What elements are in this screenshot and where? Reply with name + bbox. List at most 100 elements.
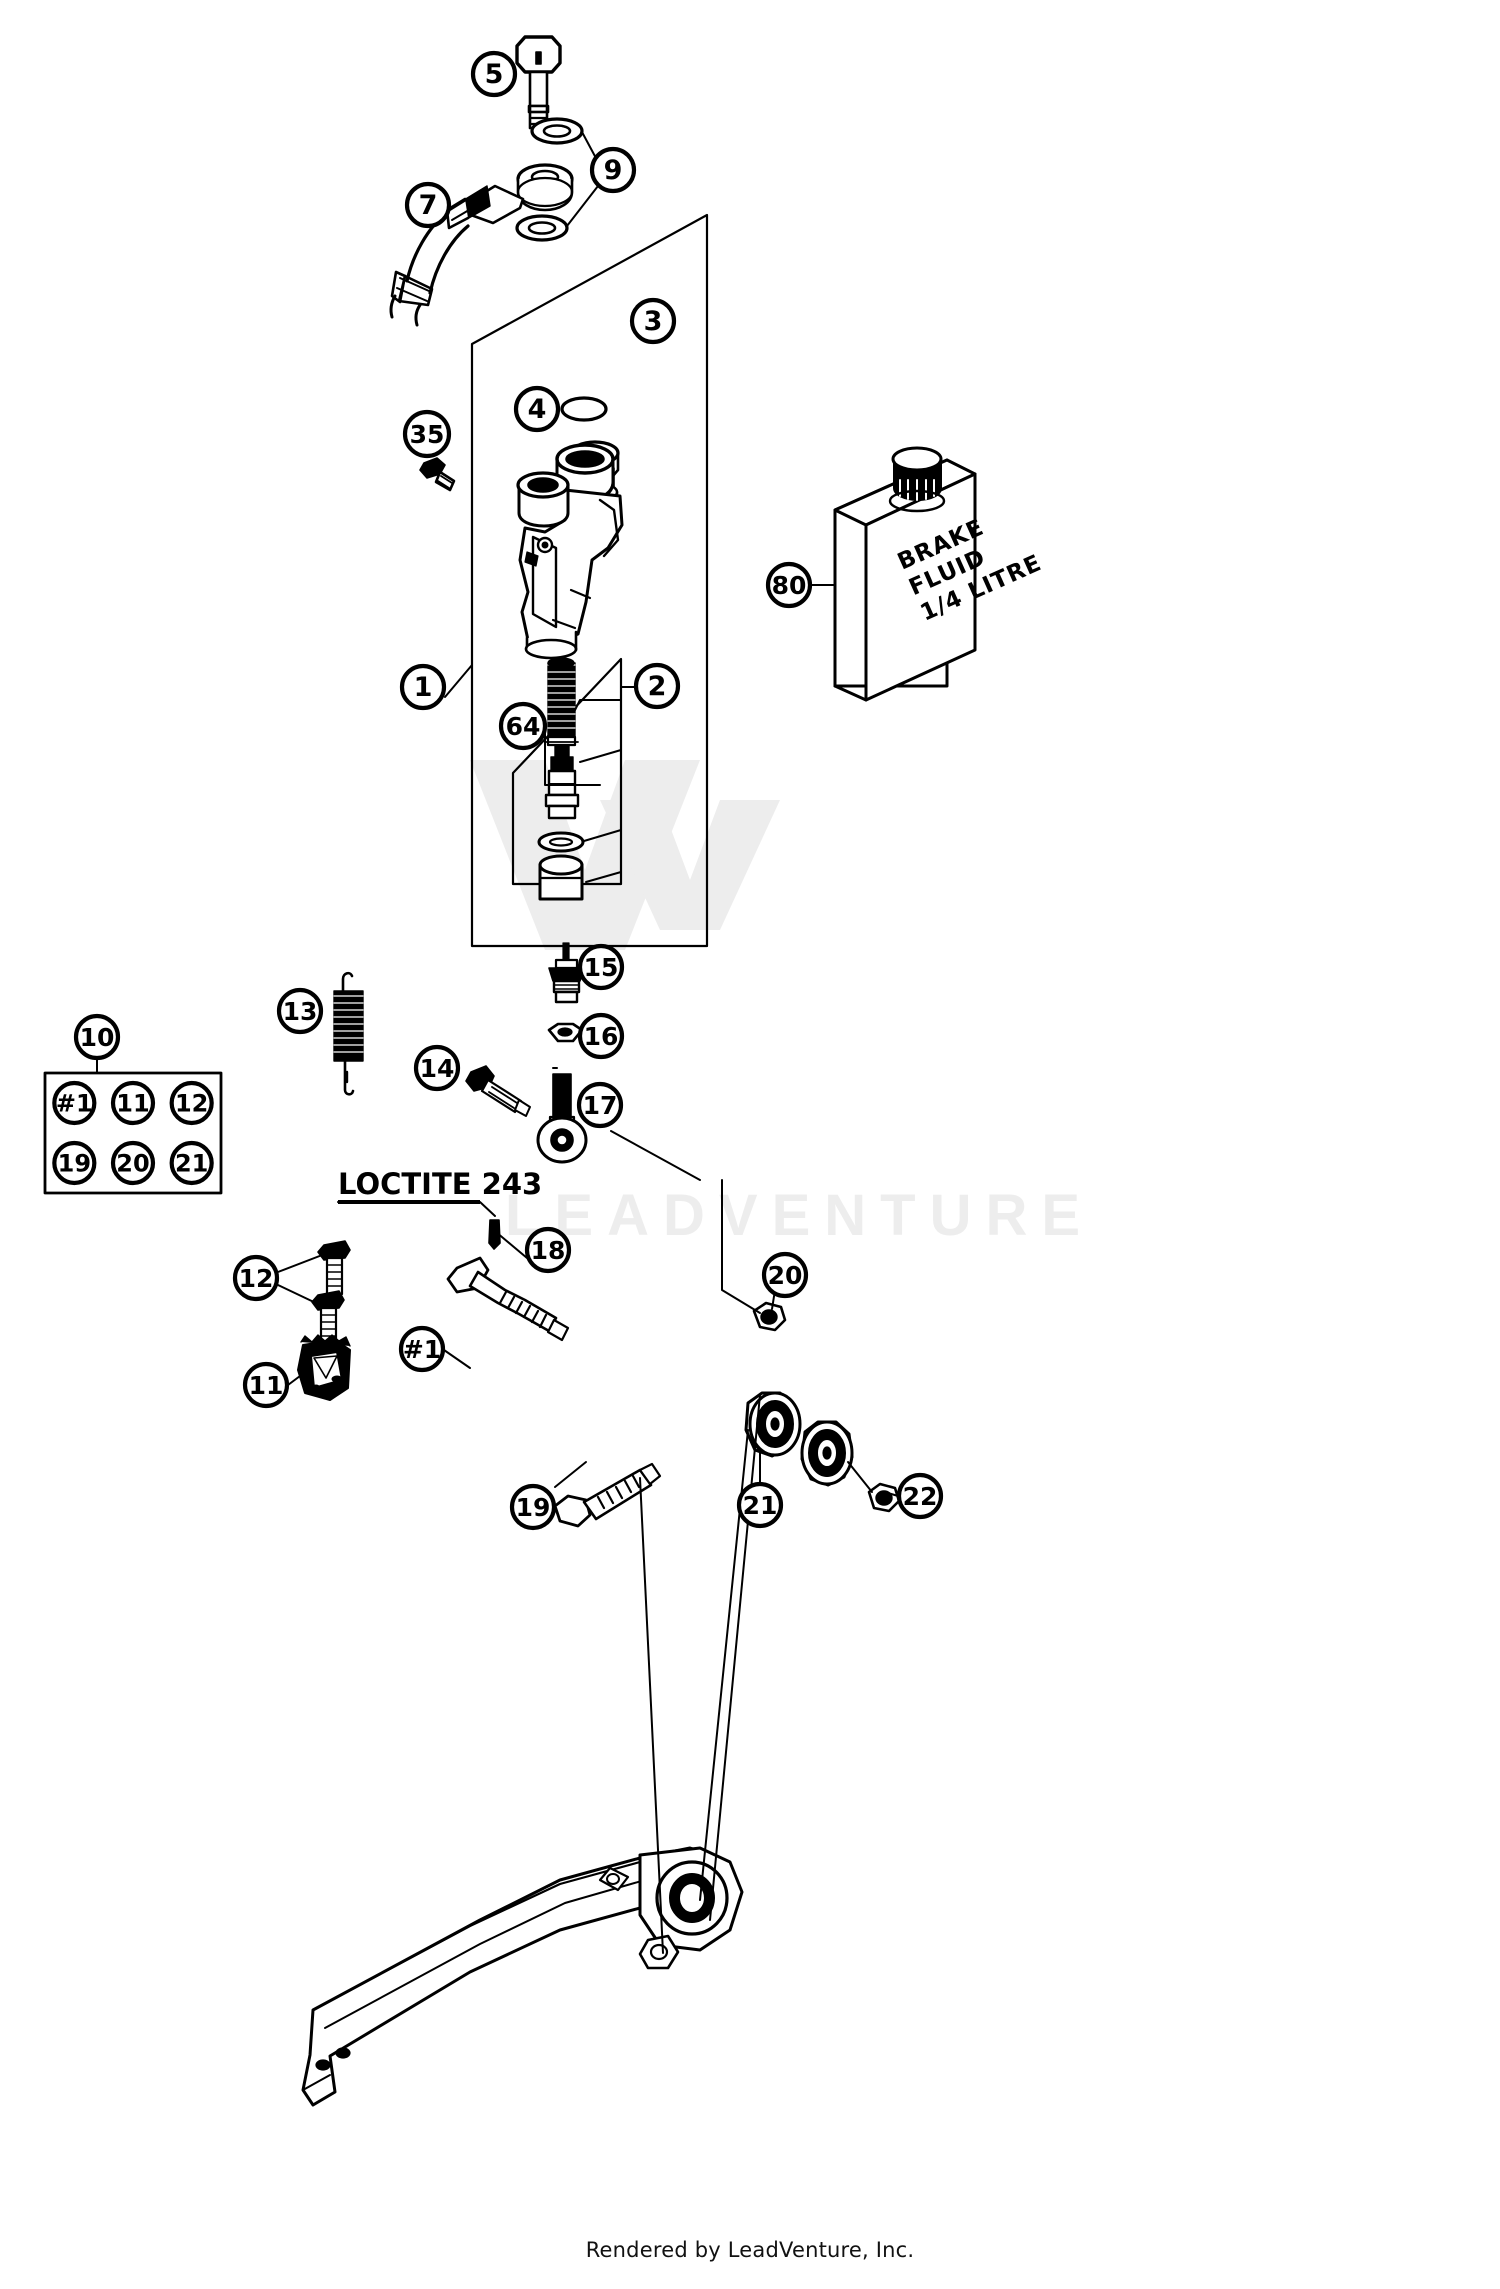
callout-4[interactable]: 4 bbox=[513, 385, 561, 433]
group-item-number: 19 bbox=[58, 1150, 91, 1178]
callout-number: 22 bbox=[903, 1482, 938, 1511]
callout-ring bbox=[736, 1481, 784, 1529]
callout-ring bbox=[577, 943, 625, 991]
callout-ring bbox=[524, 1226, 572, 1274]
callout-ring bbox=[513, 385, 561, 433]
brake-fluid-label: BRAKE FLUID 1/4 LITRE bbox=[894, 514, 1046, 626]
part-pivot-bolt-19 bbox=[553, 1462, 662, 1528]
group-item-number: 11 bbox=[116, 1090, 149, 1118]
callout-12[interactable]: 12 bbox=[232, 1254, 280, 1302]
callout-19[interactable]: 19 bbox=[509, 1483, 557, 1531]
callout-ring bbox=[73, 1013, 121, 1061]
callout-ring bbox=[629, 297, 677, 345]
part-nut-20 bbox=[752, 1301, 787, 1332]
part-kit-piston bbox=[544, 741, 580, 820]
callout-ring bbox=[498, 701, 548, 751]
callout-16[interactable]: 16 bbox=[577, 1012, 625, 1060]
group-item-number: 21 bbox=[175, 1150, 208, 1178]
callout-ring bbox=[232, 1254, 280, 1302]
callout-number: 17 bbox=[583, 1091, 618, 1120]
callout-number: 2 bbox=[648, 671, 667, 702]
part-brake-fluid-bottle bbox=[833, 446, 977, 702]
callout-number: 12 bbox=[239, 1264, 274, 1293]
callout-number: 11 bbox=[249, 1371, 284, 1400]
callout-ring bbox=[242, 1361, 290, 1409]
part-pedal-tip-screws-12 bbox=[311, 1240, 351, 1346]
group-item-12[interactable]: 12 bbox=[169, 1080, 214, 1126]
callout-1[interactable]: 1 bbox=[399, 663, 447, 711]
group-item-ring bbox=[52, 1080, 97, 1126]
callout-number: 1 bbox=[414, 672, 433, 703]
callout-64[interactable]: 64 bbox=[498, 701, 548, 751]
group-item-ring bbox=[110, 1080, 156, 1126]
part-brake-pedal-tip-11 bbox=[297, 1334, 351, 1401]
callout-ring bbox=[577, 1012, 625, 1060]
part-kit-boot bbox=[538, 854, 584, 901]
callout-15[interactable]: 15 bbox=[577, 943, 625, 991]
callout-22[interactable]: 22 bbox=[896, 1472, 944, 1520]
callout-35[interactable]: 35 bbox=[402, 409, 452, 459]
part-sealing-washer-upper bbox=[530, 117, 584, 145]
callout-number: 80 bbox=[772, 571, 807, 600]
part-nut-22 bbox=[867, 1482, 901, 1513]
callout-number: 9 bbox=[604, 155, 623, 186]
callout-14[interactable]: 14 bbox=[413, 1044, 461, 1092]
part-bleeder-screw-35 bbox=[419, 457, 456, 492]
group-item-number: 12 bbox=[175, 1090, 208, 1118]
callout-11[interactable]: 11 bbox=[242, 1361, 290, 1409]
callout-number: 20 bbox=[768, 1261, 803, 1290]
callout-number: 5 bbox=[485, 59, 504, 90]
callout-21[interactable]: 21 bbox=[736, 1481, 784, 1529]
kit-leader-lines bbox=[574, 699, 622, 883]
group-item-11[interactable]: 11 bbox=[110, 1080, 156, 1126]
callout-number: 21 bbox=[743, 1491, 778, 1520]
part-push-rod-15 bbox=[548, 942, 585, 1004]
callout-number: 18 bbox=[531, 1236, 566, 1265]
part-pivot-bolt-18 bbox=[446, 1256, 570, 1342]
group-item-ring bbox=[52, 1140, 97, 1186]
callout-13[interactable]: 13 bbox=[276, 987, 324, 1035]
callout-20[interactable]: 20 bbox=[761, 1251, 809, 1299]
callout-10[interactable]: 10 bbox=[73, 1013, 121, 1061]
group-item-20[interactable]: 20 bbox=[110, 1140, 156, 1186]
callout-80[interactable]: 80 bbox=[765, 561, 813, 609]
callout-ring bbox=[589, 146, 637, 194]
part-grub-screw-18 bbox=[488, 1219, 501, 1250]
callout-7[interactable]: 7 bbox=[404, 181, 452, 229]
callout-number: 4 bbox=[528, 394, 547, 425]
callout-number: 19 bbox=[516, 1493, 551, 1522]
callout-9[interactable]: 9 bbox=[589, 146, 637, 194]
callout-number: 7 bbox=[419, 190, 438, 221]
callout-ring bbox=[576, 1081, 624, 1129]
group-item-number: 20 bbox=[116, 1150, 149, 1178]
callout-number: 16 bbox=[584, 1022, 619, 1051]
callout-hash1[interactable]: #1 bbox=[398, 1325, 446, 1373]
part-master-cylinder-body bbox=[516, 443, 624, 660]
callout-ring bbox=[404, 181, 452, 229]
callout-2[interactable]: 2 bbox=[633, 662, 681, 710]
part-return-spring-13 bbox=[333, 971, 364, 1096]
callout-ring bbox=[398, 1325, 446, 1373]
callout-3[interactable]: 3 bbox=[629, 297, 677, 345]
callout-18[interactable]: 18 bbox=[524, 1226, 572, 1274]
part-banjo-bolt bbox=[515, 35, 562, 133]
loctite-label: LOCTITE 243 bbox=[338, 1167, 542, 1201]
callout-number: #1 bbox=[403, 1335, 441, 1364]
callout-17[interactable]: 17 bbox=[576, 1081, 624, 1129]
footer-credit: Rendered by LeadVenture, Inc. bbox=[585, 2238, 915, 2262]
group-item-19[interactable]: 19 bbox=[52, 1140, 97, 1186]
callout-number: 15 bbox=[584, 953, 619, 982]
callout-number: 14 bbox=[420, 1054, 455, 1083]
group-item-21[interactable]: 21 bbox=[169, 1140, 214, 1186]
group-item-ring bbox=[110, 1140, 156, 1186]
part-kit-oring bbox=[537, 831, 585, 853]
callout-5[interactable]: 5 bbox=[470, 50, 518, 98]
group-box-items: #1 11 12 19 20 21 bbox=[52, 1080, 214, 1186]
part-bearing-21a bbox=[744, 1391, 802, 1458]
callout-ring bbox=[470, 50, 518, 98]
group-item-hash1[interactable]: #1 bbox=[52, 1080, 97, 1126]
part-brake-hose bbox=[389, 163, 574, 327]
